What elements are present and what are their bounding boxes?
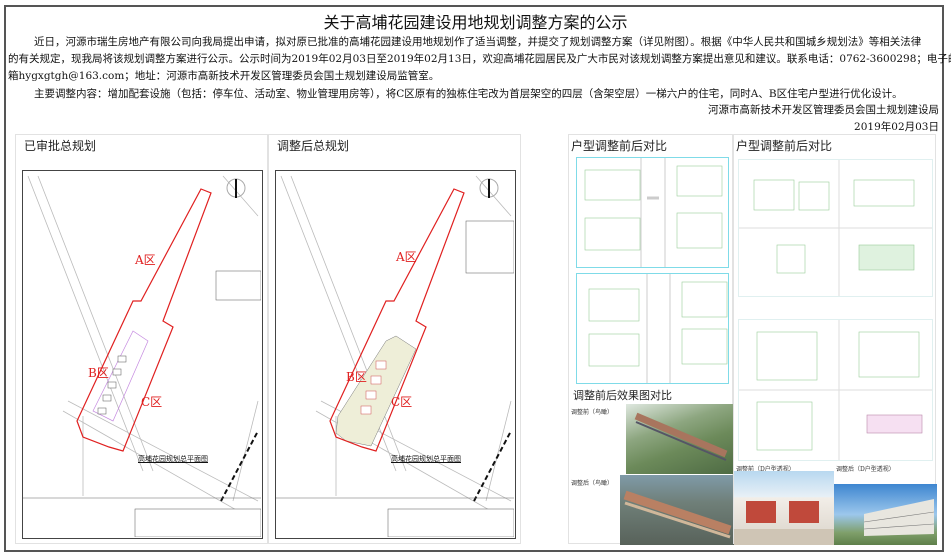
render-compare-heading: 调整前后效果图对比 (573, 389, 672, 402)
unit-compare-panel-1: 户型调整前后对比 调整前后效果图对比 调整前（鸟瞰） 调整后（鸟瞰） (568, 134, 734, 545)
zone-a-label: A区 (135, 253, 156, 267)
d-type-after-render (834, 484, 937, 545)
approved-plan-panel: 已审批总规划 A区 B区 C区 高埔花园规划总平面图 (15, 134, 268, 544)
unit-plan-thumbnail-b (576, 273, 729, 384)
site-plan-drawing (23, 175, 262, 538)
notice-frame (4, 5, 944, 552)
zone-c-label: C区 (391, 395, 413, 409)
body-line-3: 箱hygxgtgh@163.com；地址：河源市高新技术开发区管理委员会国土规划… (8, 70, 440, 82)
unit-compare-panel-2: 户型调整前后对比 调整前（D户型透视） 调整后（D户型透视） (733, 134, 937, 545)
zone-b-label: B区 (88, 366, 109, 380)
zone-a-label: A区 (396, 250, 417, 264)
body-line-4: 主要调整内容：增加配套设施（包括：停车位、活动室、物业管理用房等），将C区原有的… (34, 88, 903, 100)
unit-plan-thumbnail-a (576, 157, 729, 268)
panel-heading: 户型调整前后对比 (736, 139, 833, 153)
d-type-before-render (734, 471, 834, 545)
panel-heading: 已审批总规划 (24, 139, 97, 153)
notice-title: 关于高埔花园建设用地规划调整方案的公示 (323, 13, 628, 32)
after-aerial-label: 调整后（鸟瞰） (571, 480, 614, 487)
body-line-1: 近日，河源市瑞生房地产有限公司向我局提出申请，拟对原已批准的高埔花园建设用地规划… (34, 36, 922, 48)
site-plan-drawing (276, 175, 515, 538)
site-plan-caption: 高埔花园规划总平面图 (391, 455, 461, 463)
zone-c-label: C区 (141, 395, 163, 409)
panel-heading: 调整后总规划 (277, 139, 350, 153)
d-type-after-label: 调整后（D户型透视） (836, 466, 895, 473)
site-plan-caption: 高埔花园规划总平面图 (138, 455, 208, 463)
before-aerial-label: 调整前（鸟瞰） (571, 409, 614, 416)
adjusted-unit-plans (738, 319, 933, 461)
signature-date: 2019年02月03日 (854, 121, 939, 133)
adjusted-site-plan: A区 B区 C区 高埔花园规划总平面图 (275, 170, 516, 539)
zone-b-label: B区 (346, 370, 367, 384)
original-unit-plans (738, 159, 933, 297)
adjusted-plan-panel: 调整后总规划 A区 B区 C区 高埔花园规划总平面图 (268, 134, 521, 544)
after-aerial-render (620, 475, 734, 545)
before-aerial-render (626, 404, 734, 474)
d-type-before-label: 调整前（D户型透视） (736, 466, 795, 473)
approved-site-plan: A区 B区 C区 高埔花园规划总平面图 (22, 170, 263, 539)
signature-org: 河源市高新技术开发区管理委员会国土规划建设局 (708, 104, 939, 116)
panel-heading: 户型调整前后对比 (571, 139, 668, 153)
body-line-2: 的有关规定，现我局将该规划调整方案进行公示。公示时间为2019年02月03日至2… (8, 53, 951, 65)
